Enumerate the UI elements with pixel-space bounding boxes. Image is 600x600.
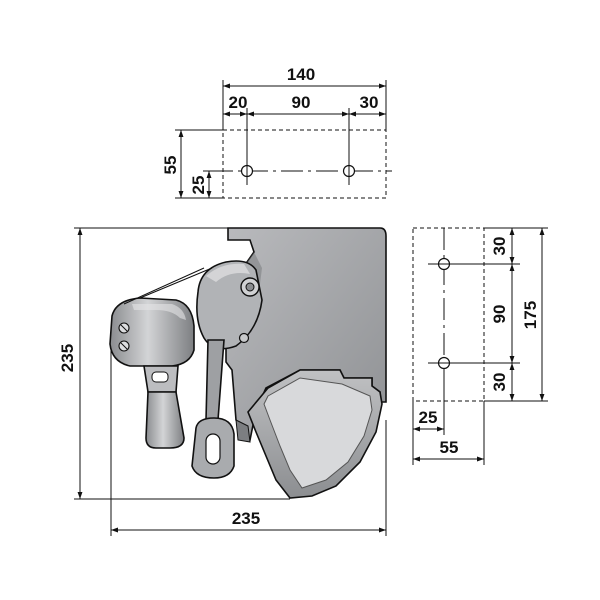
- dim-side-overall-height: 175: [521, 301, 540, 329]
- dim-side-bottom-offset: 30: [490, 373, 509, 392]
- dim-top-hole-height: 25: [189, 176, 208, 195]
- dim-side-hole-spacing: 90: [490, 305, 509, 324]
- dim-side-hole-offset: 25: [419, 408, 438, 427]
- main-view: 235 235: [58, 227, 387, 536]
- side-view: 30 90 30 175 25 55: [412, 227, 548, 465]
- dim-top-hole-spacing: 90: [292, 93, 311, 112]
- top-view: 140 20 90 30 55 25: [161, 65, 392, 199]
- sensor-probe: [145, 391, 185, 449]
- small-screw: [238, 332, 250, 344]
- dim-top-overall-width: 140: [287, 65, 315, 84]
- sensor-head: [109, 297, 195, 367]
- side-view-outline: [412, 227, 485, 402]
- dim-side-top-offset: 30: [490, 237, 509, 256]
- lever-slot: [205, 433, 221, 465]
- dim-top-right-offset: 30: [360, 93, 379, 112]
- dim-main-height: 235: [58, 344, 77, 372]
- dim-main-width: 235: [232, 509, 260, 528]
- lever-arm: [205, 339, 225, 425]
- dim-side-width: 55: [440, 438, 459, 457]
- dim-top-height: 55: [161, 156, 180, 175]
- top-view-outline: [222, 129, 387, 199]
- dim-top-left-offset: 20: [229, 93, 248, 112]
- gas-valve-device: [109, 227, 387, 499]
